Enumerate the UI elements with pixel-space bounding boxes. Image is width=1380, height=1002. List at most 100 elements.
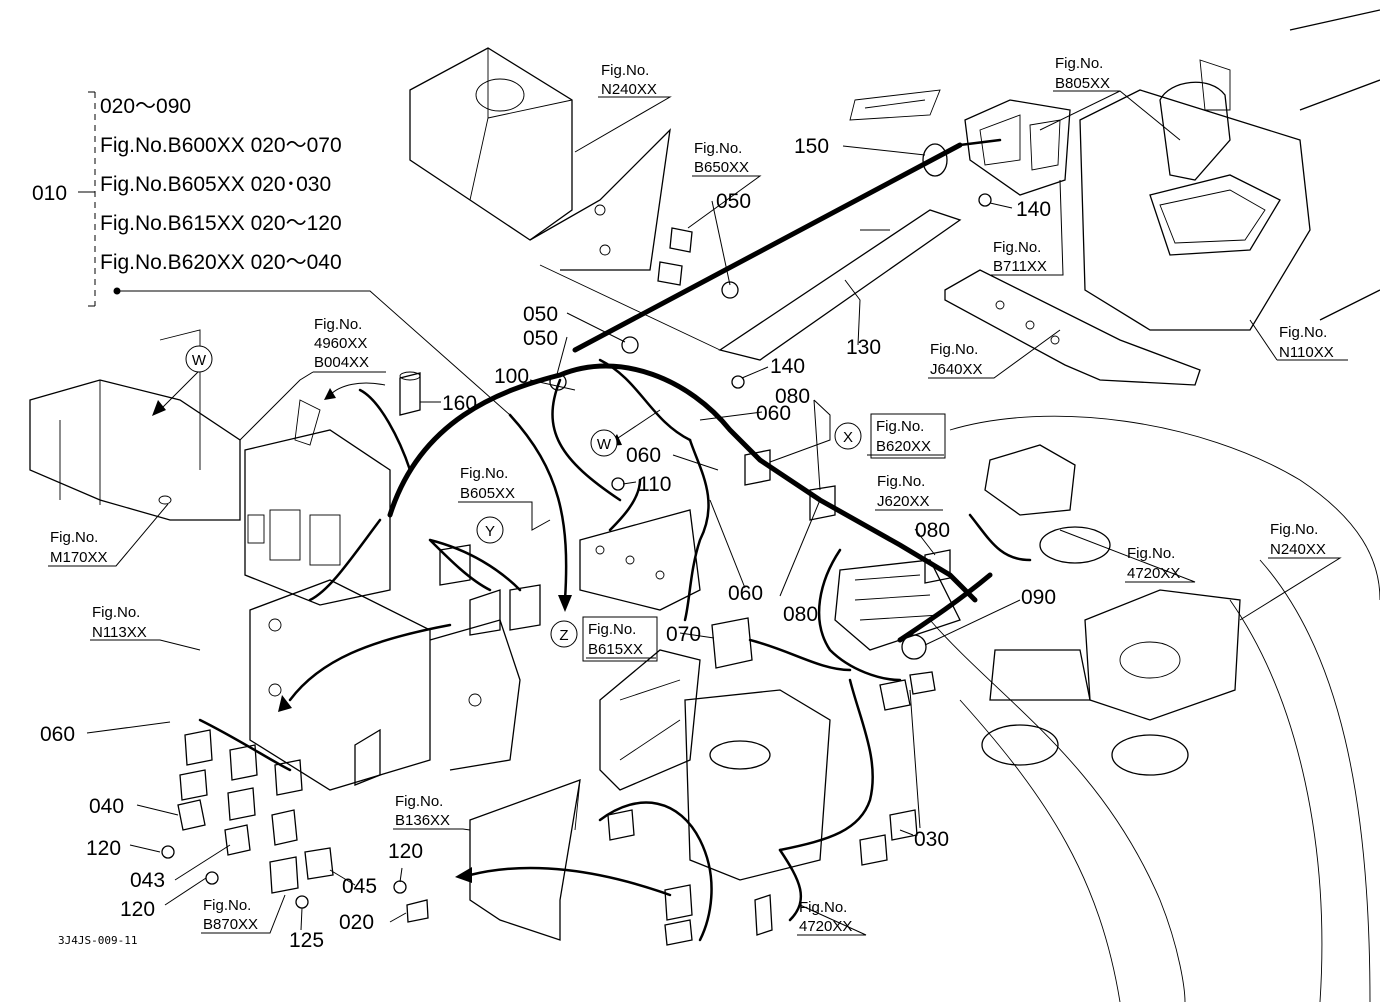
callout-x[interactable]: X [834,422,862,450]
part-080-low[interactable]: 080 [783,603,818,626]
svg-text:Z: Z [559,627,568,644]
part-110[interactable]: 110 [638,473,671,496]
figref-n110[interactable]: Fig.No. N110XX [1279,324,1334,361]
figref-b136[interactable]: Fig.No. B136XX [395,793,450,829]
svg-text:N110XX: N110XX [1279,344,1334,361]
group-number: 010 [32,182,67,205]
group-010-legend: 010 020～090 Fig.No.B600XX 020～070 Fig.No… [32,95,342,274]
figref-j640[interactable]: Fig.No. J640XX [930,341,983,378]
svg-text:B605XX: B605XX [460,485,515,502]
svg-text:4720XX: 4720XX [1127,565,1180,582]
part-030[interactable]: 030 [914,828,949,851]
part-045[interactable]: 045 [342,875,377,898]
drawing-id: 3J4JS-009-11 [58,934,137,947]
figref-m170[interactable]: Fig.No. M170XX [50,529,108,566]
figref-b620[interactable]: Fig.No. B620XX [870,413,946,459]
figref-j620[interactable]: Fig.No. J620XX [877,473,930,510]
svg-text:J620XX: J620XX [877,493,930,510]
figref-b805[interactable]: Fig.No. B805XX [1055,55,1110,92]
svg-text:B650XX: B650XX [694,159,749,176]
figref-n240-right[interactable]: Fig.No. N240XX [1270,521,1326,558]
callout-w-center[interactable]: W [590,429,618,457]
figref-n113[interactable]: Fig.No. N113XX [92,604,147,641]
svg-text:M170XX: M170XX [50,549,108,566]
part-080-right[interactable]: 080 [915,519,950,542]
main-harness [198,138,1032,942]
figref-leaders [48,90,1348,936]
part-090[interactable]: 090 [1021,586,1056,609]
svg-text:B805XX: B805XX [1055,75,1110,92]
figref-4720-bottom[interactable]: Fig.No. 4720XX [799,899,852,935]
part-070[interactable]: 070 [666,623,701,646]
svg-text:Y: Y [485,523,495,540]
group-ref-b620: Fig.No.B620XX 020～040 [100,251,342,274]
part-060-d[interactable]: 060 [40,723,75,746]
part-140-mid[interactable]: 140 [770,355,805,378]
svg-text:B004XX: B004XX [314,354,369,371]
part-060-c[interactable]: 060 [728,582,763,605]
part-120-c[interactable]: 120 [388,840,423,863]
background-line-art [29,9,1380,1002]
svg-text:W: W [597,436,612,453]
svg-text:Fig.No.: Fig.No. [460,465,508,482]
svg-text:Fig.No.: Fig.No. [877,473,925,490]
part-050-top[interactable]: 050 [716,190,751,213]
part-060-b[interactable]: 060 [626,444,661,467]
group-brace [78,91,511,416]
part-160[interactable]: 160 [442,392,477,415]
svg-text:B870XX: B870XX [203,916,258,933]
svg-text:X: X [843,429,853,446]
figref-b870[interactable]: Fig.No. B870XX [203,897,258,933]
callout-letters: W W X Y Z [185,345,862,648]
part-060-a[interactable]: 060 [756,402,791,425]
svg-text:Fig.No.: Fig.No. [799,899,847,916]
part-140-top[interactable]: 140 [1016,198,1051,221]
part-050-mid[interactable]: 050 [523,303,558,326]
figref-b650[interactable]: Fig.No. B650XX [694,140,749,176]
svg-text:B136XX: B136XX [395,812,450,829]
svg-text:B620XX: B620XX [876,438,931,455]
svg-text:Fig.No.: Fig.No. [92,604,140,621]
part-043[interactable]: 043 [130,869,165,892]
figref-b004[interactable]: Fig.No. 4960XX B004XX [314,316,369,371]
svg-text:Fig.No.: Fig.No. [395,793,443,810]
part-040[interactable]: 040 [89,795,124,818]
part-050-low[interactable]: 050 [523,327,558,350]
svg-text:N113XX: N113XX [92,624,147,641]
callout-y[interactable]: Y [476,516,504,544]
svg-text:Fig.No.: Fig.No. [993,239,1041,256]
callout-z[interactable]: Z [550,620,578,648]
figure-references: Fig.No. N240XX Fig.No. B650XX Fig.No. B8… [50,55,1334,935]
svg-text:W: W [192,352,207,369]
svg-text:4960XX: 4960XX [314,335,367,352]
svg-text:B711XX: B711XX [993,258,1047,275]
part-130[interactable]: 130 [846,336,881,359]
group-ref-b615: Fig.No.B615XX 020～120 [100,212,342,235]
svg-text:Fig.No.: Fig.No. [203,897,251,914]
part-numbers: 150 050 140 130 050 050 100 160 140 080 … [40,135,1056,952]
svg-text:N240XX: N240XX [601,81,657,98]
svg-text:N240XX: N240XX [1270,541,1326,558]
svg-text:Fig.No.: Fig.No. [50,529,98,546]
figref-b605[interactable]: Fig.No. B605XX [460,465,515,502]
group-ref-b605: Fig.No.B605XX 020･030 [100,173,331,196]
figref-n240-top[interactable]: Fig.No. N240XX [601,62,657,98]
svg-text:Fig.No.: Fig.No. [694,140,742,157]
figref-b615[interactable]: Fig.No. B615XX [582,616,658,662]
svg-text:Fig.No.: Fig.No. [1270,521,1318,538]
part-120-a[interactable]: 120 [86,837,121,860]
part-100[interactable]: 100 [494,365,529,388]
part-125[interactable]: 125 [289,929,324,952]
part-150[interactable]: 150 [794,135,829,158]
svg-text:Fig.No.: Fig.No. [930,341,978,358]
part-120-b[interactable]: 120 [120,898,155,921]
svg-text:Fig.No.: Fig.No. [601,62,649,79]
leader-lines [86,145,1021,931]
part-020[interactable]: 020 [339,911,374,934]
part-080-top[interactable]: 080 [775,385,810,408]
callout-w-left[interactable]: W [185,345,213,373]
figref-b711[interactable]: Fig.No. B711XX [993,239,1047,275]
svg-text:4720XX: 4720XX [799,918,852,935]
figref-4720-mid[interactable]: Fig.No. 4720XX [1127,545,1180,582]
